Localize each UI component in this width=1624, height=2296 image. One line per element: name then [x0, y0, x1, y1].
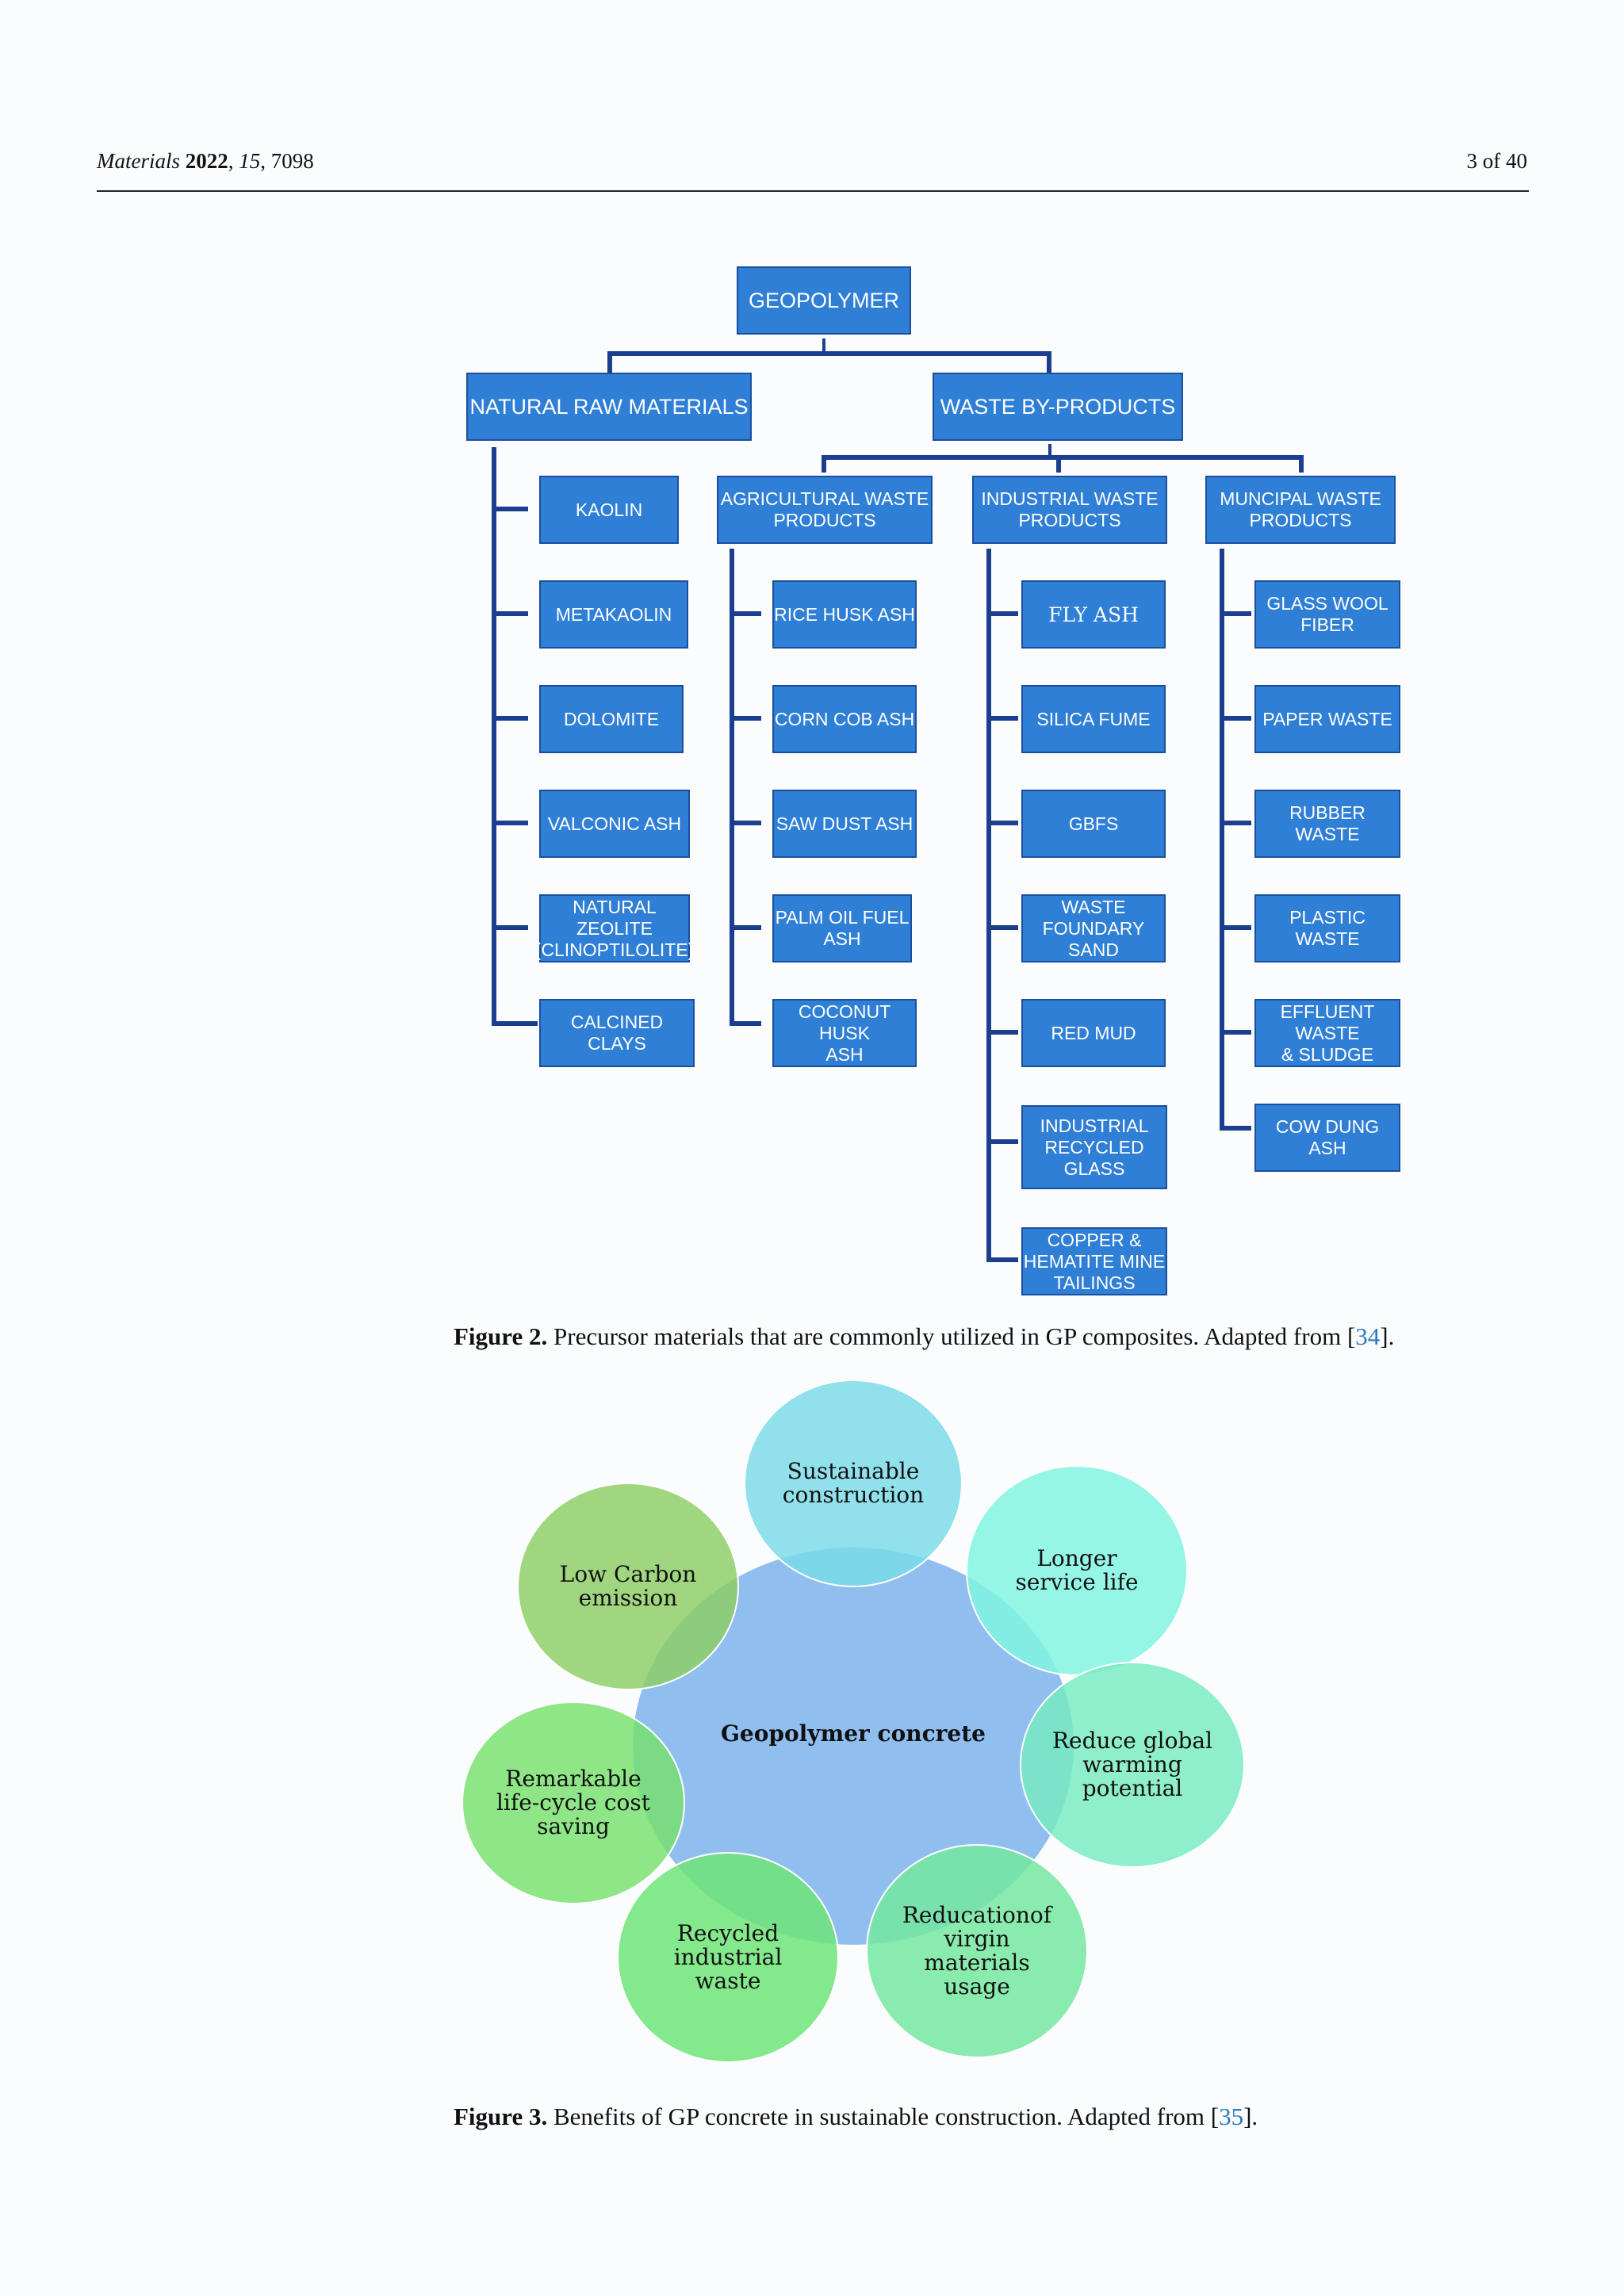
citation-link[interactable]: 34 — [1355, 1322, 1381, 1350]
node-saw-dust-ash: SAW DUST ASH — [772, 790, 917, 858]
node-coconut-husk-ash: COCONUT HUSK ASH — [772, 999, 917, 1067]
node-silica-fume: SILICA FUME — [1021, 685, 1166, 753]
node-copper-hematite-tailings: COPPER & HEMATITE MINE TAILINGS — [1021, 1227, 1167, 1295]
article-number: 7098 — [270, 149, 314, 173]
node-municipal-waste: MUNCIPAL WASTE PRODUCTS — [1205, 476, 1396, 544]
connector — [492, 447, 496, 1026]
benefit-reduction-virgin-materials: Reducationof virgin materials usage — [866, 1844, 1088, 2058]
connector — [1056, 455, 1061, 473]
connector — [1047, 351, 1051, 380]
connector — [607, 351, 1050, 356]
connector — [986, 611, 1018, 616]
node-dolomite: DOLOMITE — [539, 685, 684, 753]
connector — [730, 611, 761, 616]
node-natural-zeolite: NATURAL ZEOLITE (CLINOPTILOLITE) — [535, 894, 694, 962]
figure-2-flowchart: GEOPOLYMER NATURAL RAW MATERIALS WASTE B… — [460, 254, 1411, 1308]
caption-text: Benefits of GP concrete in sustainable c… — [547, 2103, 1220, 2130]
node-calcined-clays: CALCINED CLAYS — [539, 999, 695, 1067]
connector — [986, 1257, 1018, 1262]
citation-link[interactable]: 35 — [1219, 2103, 1244, 2130]
benefit-life-cycle-cost-saving: Remarkable life-cycle cost saving — [462, 1701, 685, 1904]
node-palm-oil-fuel-ash: PALM OIL FUEL ASH — [772, 894, 912, 962]
node-effluent-waste-sludge: EFFLUENT WASTE & SLUDGE — [1254, 999, 1400, 1067]
connector — [986, 821, 1018, 825]
node-glass-wool-fiber: GLASS WOOL FIBER — [1254, 580, 1400, 649]
node-fly-ash: FLY ASH — [1021, 580, 1166, 649]
connector — [986, 716, 1018, 721]
node-valconic-ash: VALCONIC ASH — [539, 790, 690, 858]
caption-label: Figure 3. — [454, 2103, 548, 2130]
caption-text: Precursor materials that are commonly ut… — [547, 1322, 1356, 1350]
connector — [730, 716, 761, 721]
benefit-low-carbon-emission: Low Carbon emission — [517, 1483, 739, 1690]
connector — [822, 455, 1304, 460]
connector — [730, 1021, 761, 1026]
connector — [492, 821, 528, 825]
node-red-mud: RED MUD — [1021, 999, 1166, 1067]
connector — [607, 351, 612, 380]
journal-volume: 15 — [239, 149, 261, 173]
connector — [730, 925, 761, 930]
node-kaolin: KAOLIN — [539, 476, 679, 544]
caption-label: Figure 2. — [454, 1322, 548, 1350]
benefit-reduce-global-warming: Reduce global warming potential — [1020, 1662, 1245, 1868]
connector — [1220, 716, 1251, 721]
connector — [492, 925, 528, 930]
connector — [986, 549, 991, 1262]
connector — [1220, 549, 1224, 1131]
connector — [492, 611, 528, 616]
connector — [1299, 455, 1304, 473]
header-rule — [97, 190, 1529, 192]
connector — [822, 339, 825, 353]
node-industrial-recycled-glass: INDUSTRIAL RECYCLED GLASS — [1021, 1105, 1167, 1189]
node-waste-by-products: WASTE BY-PRODUCTS — [933, 373, 1183, 441]
node-waste-foundary-sand: WASTE FOUNDARY SAND — [1021, 894, 1166, 962]
connector — [1220, 821, 1251, 825]
figure-3-benefits-diagram: Geopolymer concrete Sustainable construc… — [452, 1380, 1261, 2093]
connector — [986, 1139, 1018, 1144]
connector — [822, 455, 826, 473]
node-plastic-waste: PLASTIC WASTE — [1254, 894, 1400, 962]
running-header: Materials 2022, 15, 7098 — [97, 149, 314, 173]
connector — [1220, 925, 1251, 930]
journal-year: 2022 — [185, 149, 228, 173]
node-metakaolin: METAKAOLIN — [539, 580, 688, 649]
connector — [986, 1030, 1018, 1035]
node-agricultural-waste: AGRICULTURAL WASTE PRODUCTS — [717, 476, 933, 544]
connector — [492, 716, 528, 721]
node-natural-raw-materials: NATURAL RAW MATERIALS — [466, 373, 752, 441]
connector — [986, 925, 1018, 930]
node-rubber-waste: RUBBER WASTE — [1254, 790, 1400, 858]
node-geopolymer: GEOPOLYMER — [737, 266, 911, 335]
figure-2-caption: Figure 2. Precursor materials that are c… — [454, 1322, 1395, 1350]
connector — [1220, 611, 1251, 616]
page-number: 3 of 40 — [1466, 149, 1528, 173]
node-cow-dung-ash: COW DUNG ASH — [1254, 1104, 1400, 1172]
benefit-sustainable-construction: Sustainable construction — [744, 1380, 963, 1587]
node-paper-waste: PAPER WASTE — [1254, 685, 1400, 753]
node-corn-cob-ash: CORN COB ASH — [772, 685, 917, 753]
node-gbfs: GBFS — [1021, 790, 1166, 858]
connector — [730, 549, 734, 1026]
connector — [1048, 444, 1051, 458]
benefit-recycled-industrial-waste: Recycled industrial waste — [617, 1852, 839, 2063]
figure-3-caption: Figure 3. Benefits of GP concrete in sus… — [454, 2103, 1258, 2130]
connector — [730, 821, 761, 825]
connector — [1220, 1126, 1251, 1131]
node-rice-husk-ash: RICE HUSK ASH — [772, 580, 917, 649]
node-industrial-waste: INDUSTRIAL WASTE PRODUCTS — [972, 476, 1167, 544]
connector — [492, 1021, 538, 1026]
journal-name: Materials — [97, 149, 180, 173]
benefit-longer-service-life: Longer service life — [966, 1465, 1188, 1676]
connector — [492, 507, 528, 511]
connector — [1220, 1030, 1251, 1035]
